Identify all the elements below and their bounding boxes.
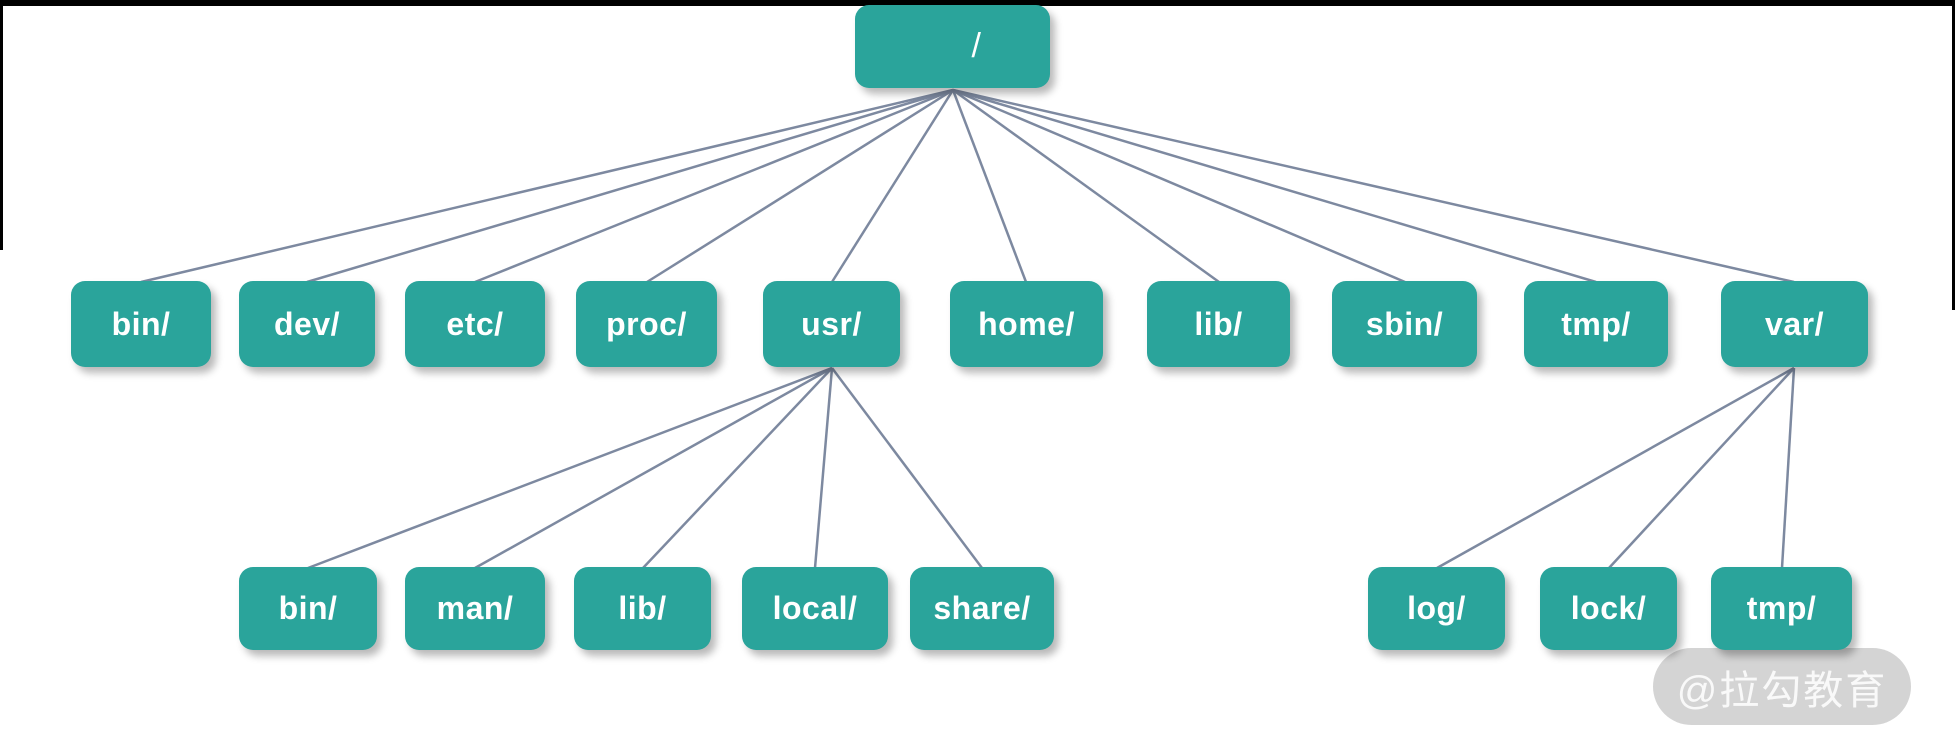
node-usr-local-label: local/ <box>772 590 858 626</box>
node-var-log-label: log/ <box>1407 590 1466 626</box>
node-usr-share: share/ <box>910 567 1054 650</box>
node-home-label: home/ <box>978 305 1075 342</box>
node-usr-share-label: share/ <box>933 590 1031 626</box>
node-lib-label: lib/ <box>1194 305 1243 342</box>
window-frame-left <box>0 0 3 250</box>
node-proc: proc/ <box>576 281 717 367</box>
node-tmp: tmp/ <box>1524 281 1668 367</box>
node-var-tmp: tmp/ <box>1711 567 1852 650</box>
node-usr-bin-label: bin/ <box>278 590 338 626</box>
node-proc-label: proc/ <box>606 305 687 342</box>
node-lib: lib/ <box>1147 281 1290 367</box>
node-root: / <box>855 5 1050 88</box>
node-usr-man-label: man/ <box>436 590 514 626</box>
window-frame-top <box>0 0 1955 6</box>
node-home: home/ <box>950 281 1103 367</box>
watermark-text: @拉勾教育 <box>1676 668 1888 713</box>
node-var-lock-label: lock/ <box>1570 590 1647 626</box>
node-sbin: sbin/ <box>1332 281 1477 367</box>
node-bin-label: bin/ <box>111 305 171 342</box>
node-usr-bin: bin/ <box>239 567 377 650</box>
node-etc-label: etc/ <box>446 305 504 342</box>
node-usr-lib-label: lib/ <box>618 590 667 626</box>
node-dev-label: dev/ <box>273 305 341 342</box>
node-bin: bin/ <box>71 281 211 367</box>
node-usr: usr/ <box>763 281 900 367</box>
node-root-label: / <box>971 27 982 65</box>
node-var-label: var/ <box>1765 305 1824 342</box>
watermark-badge: @拉勾教育 <box>1653 648 1911 725</box>
node-usr-man: man/ <box>405 567 545 650</box>
node-var-lock: lock/ <box>1540 567 1677 650</box>
node-tmp-label: tmp/ <box>1561 305 1631 342</box>
node-usr-local: local/ <box>742 567 888 650</box>
node-sbin-label: sbin/ <box>1365 305 1444 342</box>
node-var: var/ <box>1721 281 1868 367</box>
node-etc: etc/ <box>405 281 545 367</box>
node-usr-lib: lib/ <box>574 567 711 650</box>
node-var-log: log/ <box>1368 567 1505 650</box>
node-dev: dev/ <box>239 281 375 367</box>
node-var-tmp-label: tmp/ <box>1746 590 1817 626</box>
node-usr-label: usr/ <box>801 305 862 342</box>
window-frame-right <box>1952 0 1955 310</box>
